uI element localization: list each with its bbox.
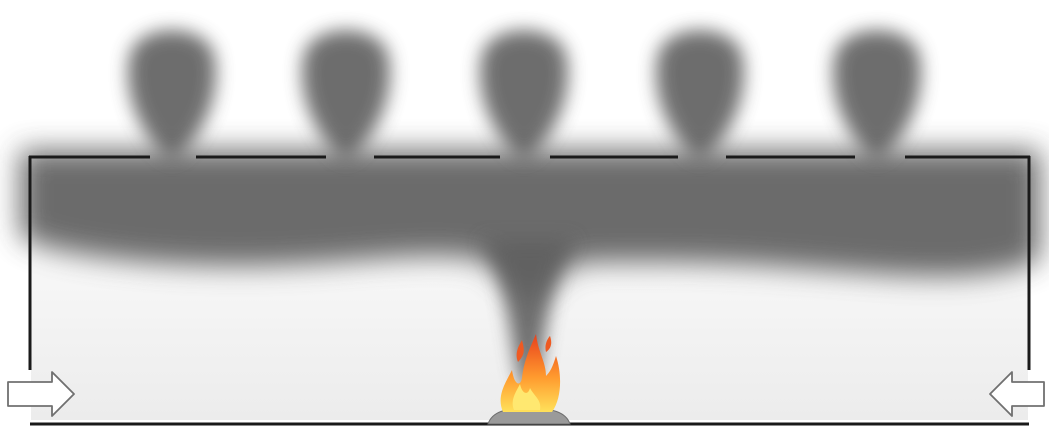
plume-2 xyxy=(302,30,390,160)
plume-4 xyxy=(656,30,744,160)
plume-5 xyxy=(833,30,921,160)
plume-3 xyxy=(480,30,568,160)
plume-1 xyxy=(128,30,216,160)
smoke-plumes xyxy=(128,30,921,160)
